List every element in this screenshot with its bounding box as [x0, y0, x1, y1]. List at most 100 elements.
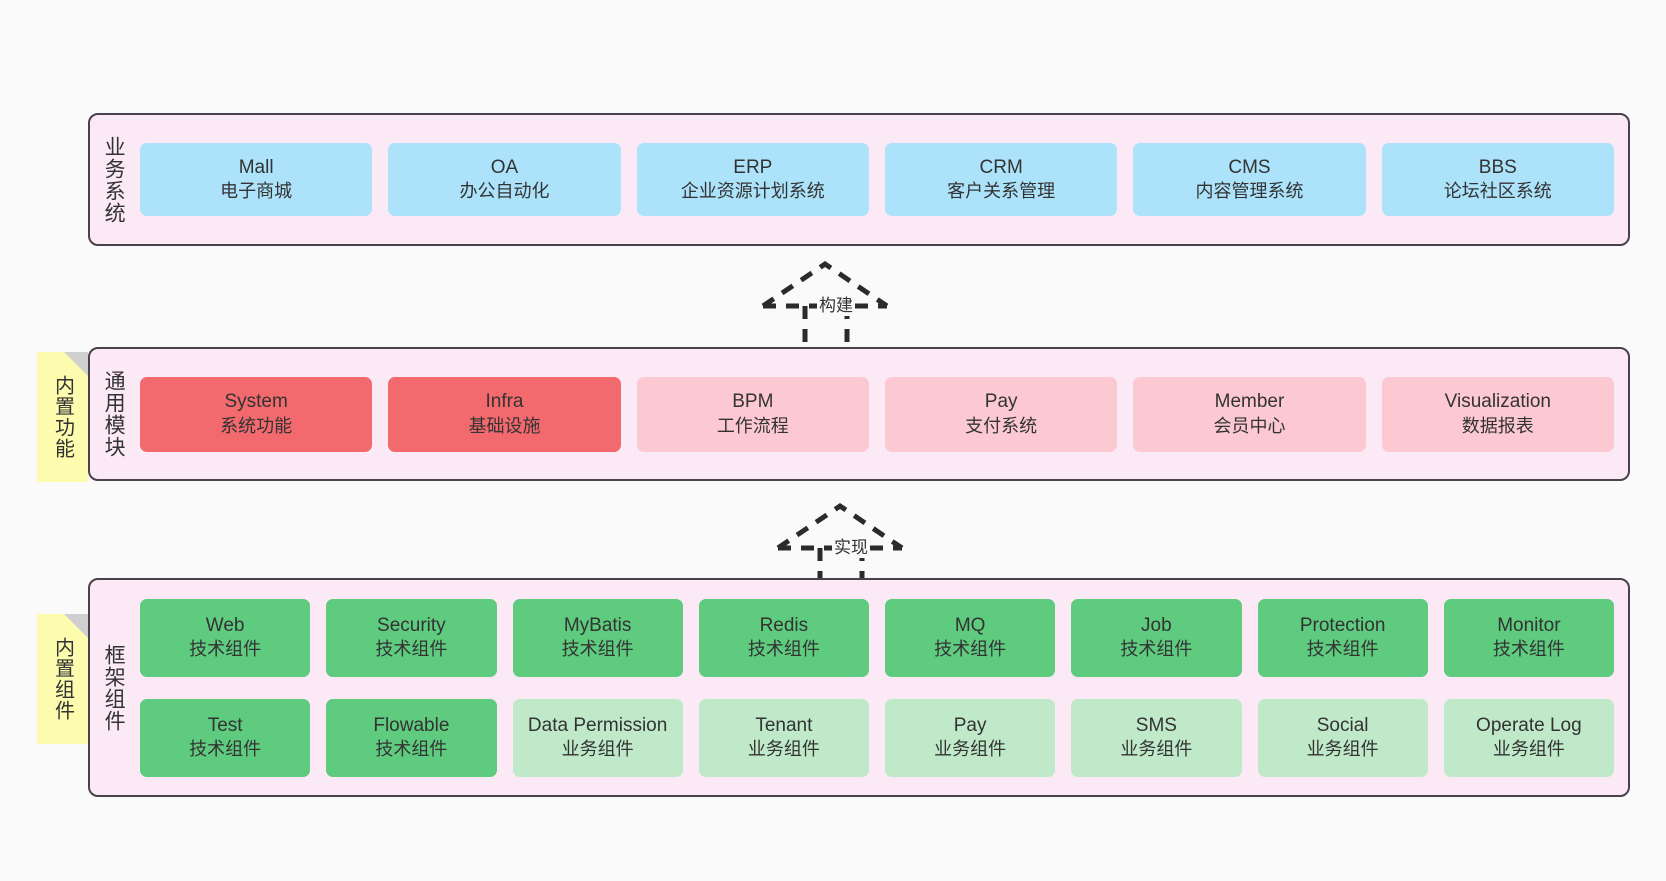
frame-cell-security[interactable]: Security 技术组件 — [326, 598, 497, 677]
business-cell-cms[interactable]: CMS 内容管理系统 — [1133, 143, 1366, 216]
frame-cell-row-tech: Web 技术组件 Security 技术组件 MyBatis 技术组件 Redi… — [140, 598, 1614, 677]
cell-subtitle: 基础设施 — [468, 415, 541, 436]
frame-cell-flowable[interactable]: Flowable 技术组件 — [326, 698, 497, 777]
arrow-implement: 实现 — [770, 500, 920, 586]
common-cell-pay[interactable]: Pay 支付系统 — [884, 376, 1118, 452]
arrowhead-triangle-open — [776, 502, 904, 551]
cell-subtitle: 数据报表 — [1461, 415, 1534, 436]
cell-subtitle: 技术组件 — [1306, 639, 1379, 660]
cell-title: ERP — [733, 156, 773, 178]
frame-cell-data-permission[interactable]: Data Permission 业务组件 — [512, 698, 683, 777]
cell-title: Visualization — [1444, 391, 1551, 413]
frame-cell-pay[interactable]: Pay 业务组件 — [885, 698, 1056, 777]
common-cell-system[interactable]: System 系统功能 — [140, 376, 373, 452]
cell-title: Member — [1214, 391, 1285, 413]
frame-cell-job[interactable]: Job 技术组件 — [1071, 598, 1242, 677]
cell-subtitle: 技术组件 — [189, 639, 262, 660]
cell-title: Mall — [238, 156, 274, 178]
layer-framework-components: 框架组件 Web 技术组件 Security 技术组件 MyBatis 技术组件… — [88, 578, 1630, 797]
cell-title: Web — [205, 614, 245, 636]
frame-cell-sms[interactable]: SMS 业务组件 — [1071, 698, 1242, 777]
cell-subtitle: 技术组件 — [1492, 639, 1565, 660]
frame-cell-web[interactable]: Web 技术组件 — [140, 598, 311, 677]
cell-subtitle: 系统功能 — [220, 415, 293, 436]
frame-cell-social[interactable]: Social 业务组件 — [1257, 698, 1428, 777]
common-cell-visualization[interactable]: Visualization 数据报表 — [1381, 376, 1614, 452]
cell-subtitle: 业务组件 — [561, 739, 634, 760]
cell-subtitle: 论坛社区系统 — [1443, 181, 1552, 202]
cell-subtitle: 技术组件 — [747, 639, 820, 660]
cell-title: Monitor — [1497, 614, 1561, 636]
common-cell-infra[interactable]: Infra 基础设施 — [388, 376, 621, 452]
cell-subtitle: 业务组件 — [747, 739, 820, 760]
cell-title: System — [224, 391, 288, 413]
cell-title: MQ — [954, 614, 986, 636]
cell-subtitle: 工作流程 — [716, 415, 789, 436]
cell-subtitle: 技术组件 — [375, 739, 448, 760]
layer-frame-body: Web 技术组件 Security 技术组件 MyBatis 技术组件 Redi… — [136, 580, 1628, 795]
cell-title: Pay — [953, 714, 987, 736]
cell-title: CMS — [1228, 156, 1271, 178]
cell-subtitle: 支付系统 — [965, 415, 1038, 436]
cell-title: Tenant — [755, 714, 813, 736]
cell-title: Pay — [984, 391, 1018, 413]
cell-title: OA — [490, 156, 519, 178]
business-cell-bbs[interactable]: BBS 论坛社区系统 — [1381, 143, 1614, 216]
frame-cell-test[interactable]: Test 技术组件 — [140, 698, 311, 777]
cell-title: Social — [1316, 714, 1369, 736]
note-builtin-features: 内置功能 — [37, 352, 88, 482]
cell-subtitle: 会员中心 — [1213, 415, 1286, 436]
cell-title: Security — [377, 614, 446, 636]
business-cell-oa[interactable]: OA 办公自动化 — [388, 143, 621, 216]
arrow-implement-label: 实现 — [832, 533, 870, 558]
frame-cell-redis[interactable]: Redis 技术组件 — [698, 598, 869, 677]
frame-cell-mq[interactable]: MQ 技术组件 — [885, 598, 1056, 677]
business-cell-mall[interactable]: Mall 电子商城 — [140, 143, 373, 216]
frame-cell-operate-log[interactable]: Operate Log 业务组件 — [1443, 698, 1614, 777]
cell-subtitle: 业务组件 — [934, 739, 1007, 760]
cell-title: BPM — [732, 391, 774, 413]
cell-subtitle: 技术组件 — [934, 639, 1007, 660]
layer-business-systems: 业务系统 Mall 电子商城 OA 办公自动化 ERP 企业资源计划系统 CRM… — [88, 113, 1630, 246]
cell-title: CRM — [979, 156, 1023, 178]
cell-subtitle: 电子商城 — [220, 181, 293, 202]
frame-cell-tenant[interactable]: Tenant 业务组件 — [698, 698, 869, 777]
arrow-build-label: 构建 — [817, 291, 855, 316]
cell-title: MyBatis — [563, 614, 632, 636]
cell-title: Redis — [759, 614, 809, 636]
business-cell-crm[interactable]: CRM 客户关系管理 — [884, 143, 1118, 216]
layer-business-label: 业务系统 — [102, 135, 126, 224]
cell-subtitle: 客户关系管理 — [947, 181, 1056, 202]
arrowhead-triangle-open — [761, 260, 889, 309]
cell-subtitle: 技术组件 — [1120, 639, 1193, 660]
layer-business-body: Mall 电子商城 OA 办公自动化 ERP 企业资源计划系统 CRM 客户关系… — [136, 115, 1628, 244]
cell-title: Data Permission — [527, 714, 668, 736]
cell-subtitle: 业务组件 — [1120, 739, 1193, 760]
note-builtin-components: 内置组件 — [37, 614, 88, 744]
common-cell-member[interactable]: Member 会员中心 — [1133, 376, 1366, 452]
frame-cell-mybatis[interactable]: MyBatis 技术组件 — [512, 598, 683, 677]
business-cell-erp[interactable]: ERP 企业资源计划系统 — [636, 143, 869, 216]
arrow-build: 构建 — [755, 258, 905, 344]
cell-title: SMS — [1135, 714, 1177, 736]
note-label: 内置组件 — [51, 637, 74, 721]
layer-common-modules: 通用模块 System 系统功能 Infra 基础设施 BPM 工作流程 Pay… — [88, 347, 1630, 481]
frame-cell-protection[interactable]: Protection 技术组件 — [1257, 598, 1428, 677]
cell-subtitle: 业务组件 — [1492, 739, 1565, 760]
common-cell-row: System 系统功能 Infra 基础设施 BPM 工作流程 Pay 支付系统… — [140, 376, 1614, 452]
cell-title: BBS — [1478, 156, 1517, 178]
cell-subtitle: 办公自动化 — [459, 181, 550, 202]
common-cell-bpm[interactable]: BPM 工作流程 — [636, 376, 869, 452]
cell-subtitle: 技术组件 — [375, 639, 448, 660]
note-fold-corner-icon — [64, 614, 88, 638]
frame-cell-monitor[interactable]: Monitor 技术组件 — [1443, 598, 1614, 677]
layer-frame-label: 框架组件 — [102, 643, 126, 732]
cell-title: Protection — [1299, 614, 1386, 636]
frame-cell-row-biz: Test 技术组件 Flowable 技术组件 Data Permission … — [140, 698, 1614, 777]
cell-subtitle: 技术组件 — [561, 639, 634, 660]
note-label: 内置功能 — [51, 375, 74, 459]
cell-title: Operate Log — [1476, 714, 1582, 736]
business-cell-row: Mall 电子商城 OA 办公自动化 ERP 企业资源计划系统 CRM 客户关系… — [140, 143, 1614, 216]
cell-subtitle: 业务组件 — [1306, 739, 1379, 760]
